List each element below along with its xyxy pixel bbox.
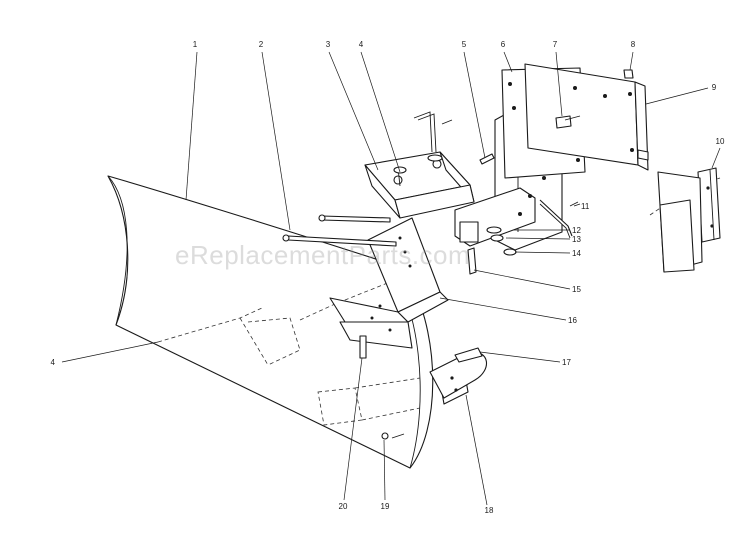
- callout-4-bottom: 4: [51, 358, 56, 367]
- pivot-rod: [282, 234, 397, 247]
- pivot-bracket: [364, 151, 475, 219]
- callout-19: 19: [381, 502, 390, 511]
- callout-20: 20: [339, 502, 348, 511]
- callout-14: 14: [572, 249, 581, 258]
- mount-plates: [501, 63, 649, 179]
- watermark: eReplacementParts.com: [175, 240, 470, 270]
- callout-17: 17: [562, 358, 571, 367]
- callout-3: 3: [326, 40, 331, 49]
- callout-8: 8: [631, 40, 636, 49]
- callout-16: 16: [568, 316, 577, 325]
- callout-15: 15: [572, 285, 581, 294]
- callout-4-top: 4: [359, 40, 364, 49]
- callout-5: 5: [462, 40, 467, 49]
- callout-18: 18: [485, 506, 494, 515]
- callout-labels: 1 2 3 4 5 6 7 8 9 10 11 12 13 14 15 16 4…: [51, 40, 725, 515]
- callout-9: 9: [712, 83, 717, 92]
- callout-2: 2: [259, 40, 264, 49]
- hardware: [467, 69, 634, 275]
- callout-13: 13: [572, 235, 581, 244]
- bolt-15: [318, 214, 391, 223]
- lock-pins: [393, 111, 453, 187]
- callout-10: 10: [716, 137, 725, 146]
- side-brackets: [657, 167, 721, 273]
- callout-1: 1: [193, 40, 198, 49]
- callout-12: 12: [572, 226, 581, 235]
- leader-lines: [61, 51, 721, 506]
- callout-6: 6: [501, 40, 506, 49]
- callout-7: 7: [553, 40, 558, 49]
- skid-shoe: [359, 335, 487, 440]
- callout-11: 11: [581, 202, 590, 211]
